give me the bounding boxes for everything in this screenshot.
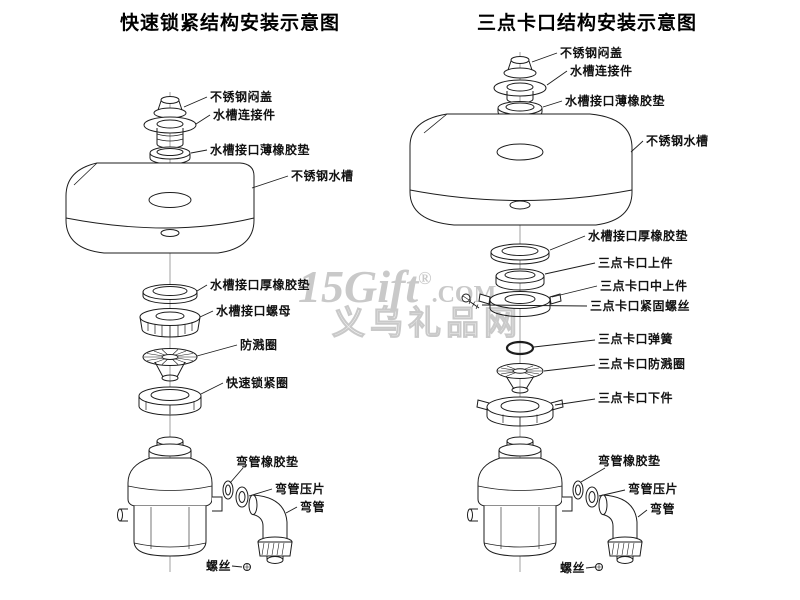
left-nut-part	[139, 308, 201, 338]
right-cover-part	[503, 56, 537, 79]
left-assembly-drawing	[65, 92, 298, 572]
label-left-elbow-gasket: 弯管橡胶垫	[236, 455, 299, 469]
right-elbow-part	[598, 494, 643, 564]
label-left-thin-gasket: 水槽接口薄橡胶垫	[210, 143, 311, 157]
left-cover-part	[153, 96, 187, 119]
right-thick-gasket-part	[490, 243, 550, 265]
left-elbow-part	[248, 494, 293, 564]
label-left-elbow-clamp: 弯管压片	[275, 482, 326, 496]
right-diagram-title: 三点卡口结构安装示意图	[476, 13, 697, 34]
left-splash-ring-part	[142, 348, 198, 382]
label-left-screw: 螺丝	[206, 559, 232, 573]
left-thick-gasket-part	[142, 284, 198, 304]
watermark: 15Gift®.COM 义乌礼品网	[298, 261, 522, 342]
right-elbow-gasket-part	[572, 480, 584, 500]
right-disposer-body	[467, 436, 573, 557]
label-right-mid-upper-piece: 三点卡口中上件	[600, 279, 688, 293]
right-upper-piece-part	[495, 268, 545, 291]
label-left-nut: 水槽接口螺母	[216, 304, 292, 318]
right-assembly-drawing	[409, 52, 648, 572]
right-screw-part	[595, 563, 603, 571]
label-left-connector: 水槽连接件	[213, 108, 276, 122]
label-right-elbow-gasket: 弯管橡胶垫	[598, 454, 661, 468]
label-left-elbow: 弯管	[300, 500, 326, 514]
label-right-lower-piece: 三点卡口下件	[598, 391, 674, 405]
left-thin-gasket-part	[149, 146, 191, 165]
label-right-upper-piece: 三点卡口上件	[598, 256, 674, 270]
label-right-splash-ring: 三点卡口防溅圈	[598, 357, 686, 371]
label-right-connector: 水槽连接件	[570, 64, 633, 78]
right-thin-gasket-part	[497, 101, 543, 119]
label-right-thin-gasket: 水槽接口薄橡胶垫	[565, 94, 666, 108]
left-elbow-clamp-part	[235, 486, 249, 508]
right-leader-lines	[481, 52, 648, 569]
right-fastening-screw-part	[461, 293, 480, 310]
label-left-sink: 不锈钢水槽	[291, 169, 354, 183]
label-right-screw: 螺丝	[560, 561, 586, 575]
left-screw-part	[243, 563, 251, 571]
label-left-splash-ring: 防溅圈	[240, 338, 278, 352]
label-right-cover: 不锈钢闷盖	[560, 46, 623, 60]
left-elbow-gasket-part	[222, 480, 234, 500]
label-right-sink: 不锈钢水槽	[646, 134, 709, 148]
right-spring-part	[505, 340, 535, 356]
left-leader-lines	[183, 96, 298, 568]
right-splash-ring-part	[496, 363, 544, 394]
label-right-thick-gasket: 水槽接口厚橡胶垫	[588, 229, 689, 243]
right-sink-part	[409, 113, 633, 226]
left-diagram-title: 快速锁紧结构安装示意图	[119, 13, 340, 34]
left-sink-part	[65, 162, 255, 254]
label-right-fastening-screw: 三点卡口紧固螺丝	[590, 299, 691, 313]
right-connector-part	[493, 79, 547, 104]
label-left-lock-ring: 快速锁紧圈	[226, 376, 289, 390]
label-left-thick-gasket: 水槽接口厚橡胶垫	[210, 278, 311, 292]
label-left-cover: 不锈钢闷盖	[210, 90, 273, 104]
watermark-cn-text: 义乌礼品网	[332, 304, 522, 341]
right-elbow-clamp-part	[585, 486, 599, 508]
left-disposer-body	[117, 436, 223, 557]
label-right-elbow-clamp: 弯管压片	[628, 482, 679, 496]
label-right-elbow: 弯管	[650, 502, 676, 516]
label-right-spring: 三点卡口弹簧	[598, 332, 674, 346]
left-lock-ring-part	[138, 386, 202, 416]
right-mid-upper-piece-part	[478, 291, 562, 317]
right-lower-piece-part	[476, 396, 564, 427]
